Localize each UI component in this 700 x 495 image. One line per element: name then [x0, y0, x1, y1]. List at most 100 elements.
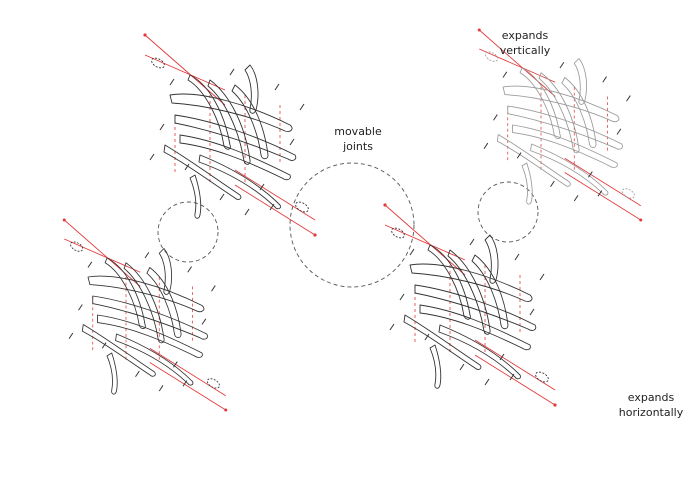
- stick-end-knuckle: [70, 241, 84, 252]
- bent-stick: [97, 314, 203, 358]
- joint-pin-tick: [274, 83, 280, 91]
- label-expands-horizontally: expands horizontally: [618, 391, 684, 419]
- stick-unit-bottom-left: [62, 218, 228, 412]
- stick-end-knuckle: [485, 51, 499, 62]
- bent-stick: [471, 254, 509, 330]
- joint-pin-tick: [483, 142, 489, 150]
- joint-pin-tick: [550, 180, 555, 188]
- bent-stick: [146, 267, 182, 338]
- joint-pin-tick: [87, 261, 93, 268]
- bent-stick: [231, 84, 269, 160]
- stick-end-knuckle: [295, 201, 309, 213]
- red-guide-line: [149, 362, 226, 411]
- bent-stick: [87, 275, 205, 313]
- joint-pin-tick: [529, 308, 535, 316]
- red-guide-line: [474, 354, 556, 406]
- label-movable-joints: movable joints: [334, 125, 382, 153]
- bent-stick: [179, 134, 291, 181]
- joint-pin-tick: [78, 304, 83, 311]
- red-guide-line: [564, 172, 641, 221]
- stick-end-knuckle: [391, 227, 405, 239]
- red-guide-line: [384, 204, 466, 276]
- joint-pin-tick: [289, 138, 295, 146]
- red-arrow-end: [553, 403, 557, 407]
- joint-pin-tick: [201, 318, 207, 325]
- bent-stick: [158, 248, 172, 295]
- red-guide-line: [144, 34, 226, 106]
- joint-pin-tick: [573, 195, 579, 202]
- joint-pin-tick: [68, 332, 74, 340]
- joint-pin-tick: [399, 293, 405, 301]
- joint-pin-tick: [169, 78, 175, 86]
- bent-stick: [104, 257, 146, 329]
- red-guide-line: [144, 54, 226, 91]
- bent-stick: [496, 134, 571, 187]
- bent-stick: [561, 77, 597, 148]
- bent-stick: [484, 234, 499, 284]
- bent-stick: [187, 74, 231, 150]
- joint-pin-tick: [409, 248, 415, 256]
- stick-unit-top-left: [143, 33, 317, 237]
- bent-stick: [419, 304, 531, 351]
- red-guide-line: [63, 219, 141, 287]
- label-expands-vertically: expands vertically: [499, 29, 551, 57]
- joint-pin-tick: [484, 378, 490, 386]
- bent-stick: [106, 352, 118, 395]
- bent-stick: [81, 324, 156, 377]
- joint-pin-tick: [158, 385, 164, 392]
- bent-stick: [447, 249, 491, 335]
- joint-pin-tick: [299, 103, 305, 111]
- stick-end-knuckle: [621, 188, 635, 199]
- bent-stick: [429, 344, 442, 389]
- bent-stick: [409, 263, 533, 302]
- red-guide-line: [479, 48, 556, 83]
- bent-stick: [115, 333, 194, 386]
- joint-pin-tick: [182, 380, 188, 387]
- joint-pin-tick: [626, 95, 631, 102]
- red-guide-line: [234, 169, 316, 221]
- joint-circle-large-center: [289, 162, 415, 288]
- bent-stick: [427, 244, 471, 320]
- red-arrow-end: [143, 33, 147, 37]
- red-guide-line: [384, 224, 466, 261]
- bent-stick: [519, 67, 561, 139]
- red-guide-line: [149, 347, 226, 397]
- joint-pin-tick: [516, 152, 522, 159]
- joint-pin-tick: [229, 68, 235, 76]
- stick-end-knuckle: [151, 57, 165, 69]
- bent-stick: [123, 262, 165, 344]
- bent-stick: [189, 174, 202, 219]
- joint-pin-tick: [514, 253, 520, 261]
- joint-pin-tick: [101, 342, 107, 349]
- joint-pin-tick: [144, 252, 150, 259]
- joint-pin-tick: [502, 71, 508, 78]
- bent-stick: [530, 143, 609, 196]
- bent-stick: [403, 314, 482, 370]
- joint-pin-tick: [184, 163, 190, 171]
- joint-pin-tick: [135, 370, 140, 378]
- bent-stick: [244, 64, 259, 114]
- joint-pin-tick: [187, 266, 192, 273]
- joint-circle-small-left: [157, 201, 219, 263]
- red-arrow-end: [62, 218, 66, 222]
- bent-stick: [512, 124, 618, 168]
- joint-pin-tick: [588, 171, 593, 178]
- joint-circle-small-right: [477, 181, 539, 243]
- joint-pin-tick: [499, 353, 505, 361]
- stick-unit-top-right-faded: [477, 28, 643, 222]
- joint-pin-tick: [509, 373, 515, 381]
- bent-stick: [538, 72, 580, 154]
- red-guide-line: [478, 29, 556, 97]
- red-arrow-end: [639, 218, 643, 222]
- joint-pin-tick: [211, 285, 216, 292]
- bent-stick: [521, 162, 533, 205]
- bent-stick: [198, 154, 281, 210]
- joint-pin-tick: [493, 114, 498, 121]
- joint-pin-tick: [219, 193, 225, 201]
- stick-end-knuckle: [206, 378, 220, 389]
- joint-pin-tick: [173, 361, 178, 368]
- joint-pin-tick: [389, 323, 395, 331]
- joint-pin-tick: [424, 333, 430, 341]
- red-arrow-end: [383, 203, 387, 207]
